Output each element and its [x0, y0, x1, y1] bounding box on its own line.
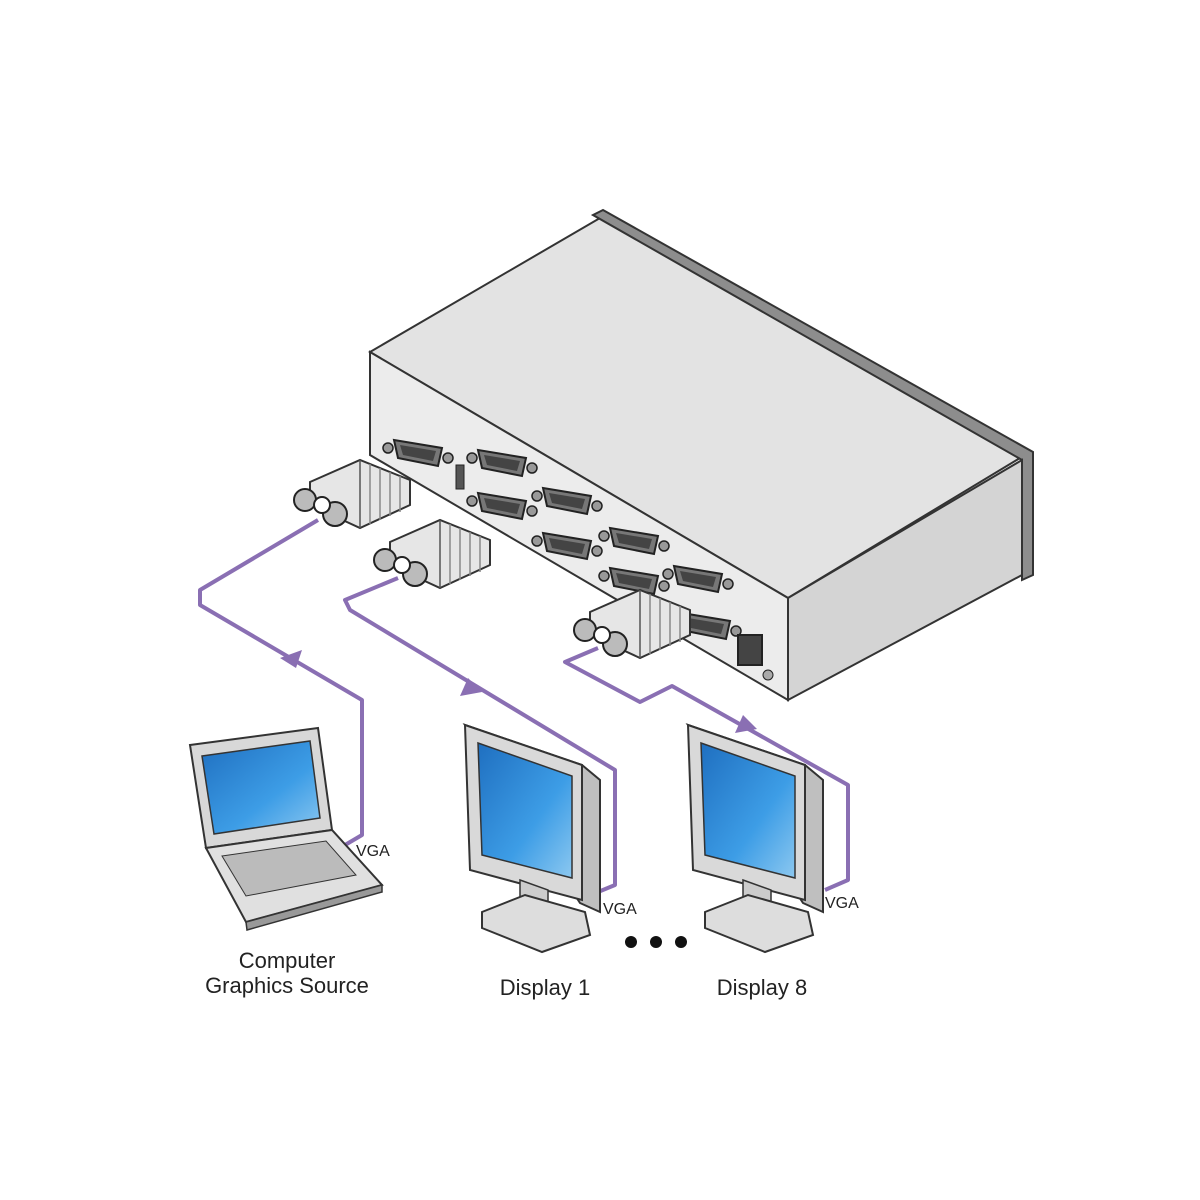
power-led	[762, 669, 774, 681]
power-jack	[737, 634, 763, 666]
distribution-amplifier	[368, 208, 1034, 702]
monitor-stand	[704, 893, 815, 954]
termination-switch	[455, 464, 465, 490]
laptop-screen	[201, 740, 321, 835]
laptop	[188, 726, 384, 931]
vga-label-display8: VGA	[825, 895, 859, 912]
cables	[198, 518, 850, 894]
source-label-line2: Graphics Source	[205, 973, 369, 998]
signal-arrows	[280, 650, 757, 733]
arrow-down-icon	[735, 715, 757, 733]
vga-plug-display1	[373, 519, 491, 589]
display8-label: Display 8	[717, 975, 807, 1000]
arrow-up-icon	[280, 650, 302, 668]
monitor-stand	[481, 893, 592, 954]
monitor-display1	[462, 723, 601, 954]
cable-display1	[343, 576, 617, 894]
vga-label-source: VGA	[356, 843, 390, 860]
laptop-keyboard	[221, 840, 357, 897]
source-label-line1: Computer	[239, 948, 336, 973]
vga-plug-source	[293, 459, 411, 529]
ellipsis-dots	[625, 936, 687, 948]
arrow-down-icon	[460, 678, 482, 696]
monitor-screen	[700, 741, 796, 879]
display1-label: Display 1	[500, 975, 590, 1000]
monitor-display8	[685, 723, 824, 954]
vga-label-display1: VGA	[603, 901, 637, 918]
cable-source	[198, 518, 364, 847]
monitor-screen	[477, 741, 573, 879]
cable-display8	[563, 646, 850, 892]
